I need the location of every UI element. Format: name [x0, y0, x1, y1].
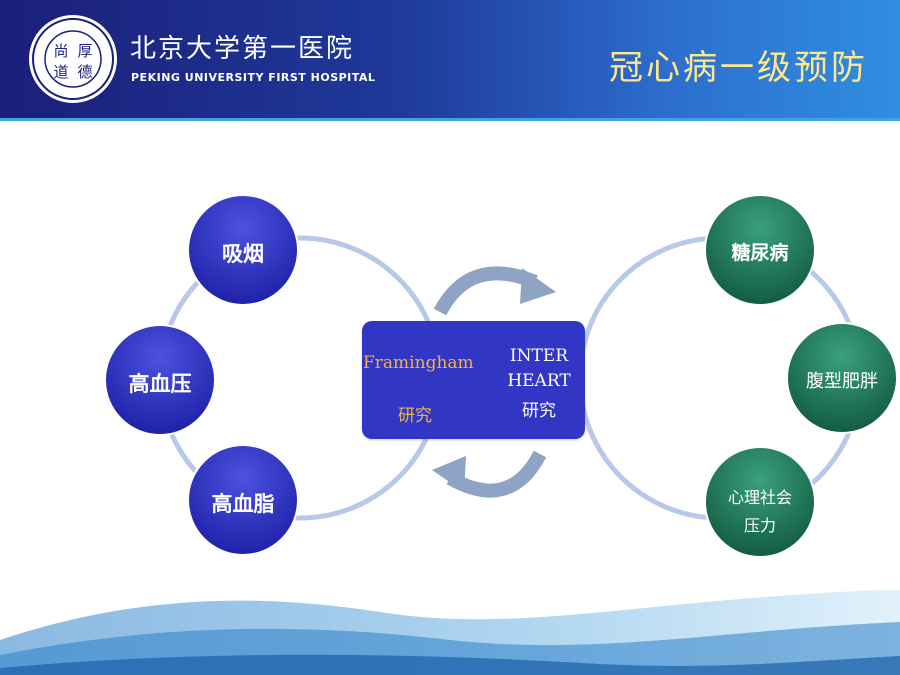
seal-icon: 尚 厚 道 德	[29, 15, 117, 103]
factor-node-abdominal-obesity	[786, 322, 898, 434]
interheart-line3: 研究	[522, 401, 556, 421]
interheart-line2: HEART	[507, 371, 571, 391]
factor-label-psychosocial-line1: 心理社会	[727, 488, 792, 507]
seal-char-2: 厚	[77, 42, 92, 60]
hospital-name-cn: 北京大学第一医院	[130, 34, 355, 64]
factor-label-diabetes: 糖尿病	[731, 242, 789, 264]
factor-node-hypertension	[104, 324, 216, 436]
factor-label-smoking: 吸烟	[222, 242, 264, 266]
framingham-study-suffix: 研究	[398, 406, 432, 426]
study-box	[362, 321, 585, 439]
factor-label-hypertension: 高血压	[128, 372, 192, 396]
page-title: 冠心病一级预防	[609, 48, 868, 88]
factor-label-abdominal-obesity: 腹型肥胖	[806, 371, 878, 392]
factor-label-hyperlipidemia: 高血脂	[211, 492, 275, 516]
cycle-arrow-top-icon	[433, 266, 556, 316]
factor-node-psychosocial-stress	[704, 446, 816, 558]
framingham-study-name: Framingham	[363, 353, 474, 373]
cycle-arrow-bottom-icon	[432, 450, 547, 498]
interheart-line1: INTER	[509, 346, 569, 366]
hospital-name-en: PEKING UNIVERSITY FIRST HOSPITAL	[131, 71, 376, 84]
factor-node-smoking	[187, 194, 299, 306]
seal-char-3: 道	[53, 63, 68, 81]
seal-char-4: 德	[77, 63, 92, 81]
factor-label-psychosocial-line2: 压力	[743, 516, 776, 535]
seal-char-1: 尚	[53, 42, 68, 60]
factor-node-hyperlipidemia	[187, 444, 299, 556]
wave-decoration	[0, 590, 900, 675]
factor-node-diabetes	[704, 194, 816, 306]
header-banner	[0, 0, 900, 118]
header-divider	[0, 118, 900, 121]
